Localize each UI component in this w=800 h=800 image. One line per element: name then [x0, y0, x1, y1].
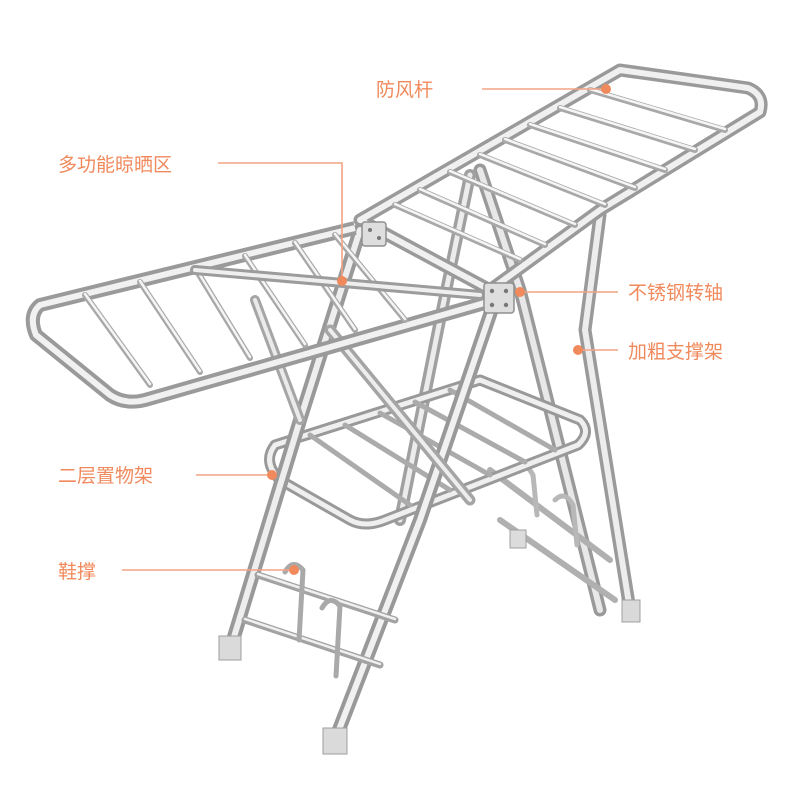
label-shoe-rack: 鞋撑 — [58, 561, 96, 583]
label-windproof-bar: 防风杆 — [376, 79, 433, 101]
label-thick-support: 加粗支撑架 — [628, 341, 723, 363]
label-second-shelf: 二层置物架 — [58, 465, 153, 487]
callout-windproof-bar: 防风杆 — [376, 79, 611, 101]
shoe-rack — [241, 562, 399, 679]
callout-second-shelf: 二层置物架 — [58, 465, 277, 487]
front-support-frame — [218, 223, 502, 755]
steel-pivot-joint — [361, 221, 515, 314]
callout-multi-drying-area: 多功能晾晒区 — [58, 154, 347, 286]
label-steel-pivot: 不锈钢转轴 — [628, 282, 723, 304]
right-drying-wing — [353, 63, 768, 297]
callout-steel-pivot: 不锈钢转轴 — [515, 282, 723, 304]
label-multi-drying-area: 多功能晾晒区 — [58, 154, 172, 176]
callout-shoe-rack: 鞋撑 — [58, 561, 299, 583]
callout-thick-support: 加粗支撑架 — [573, 341, 723, 363]
